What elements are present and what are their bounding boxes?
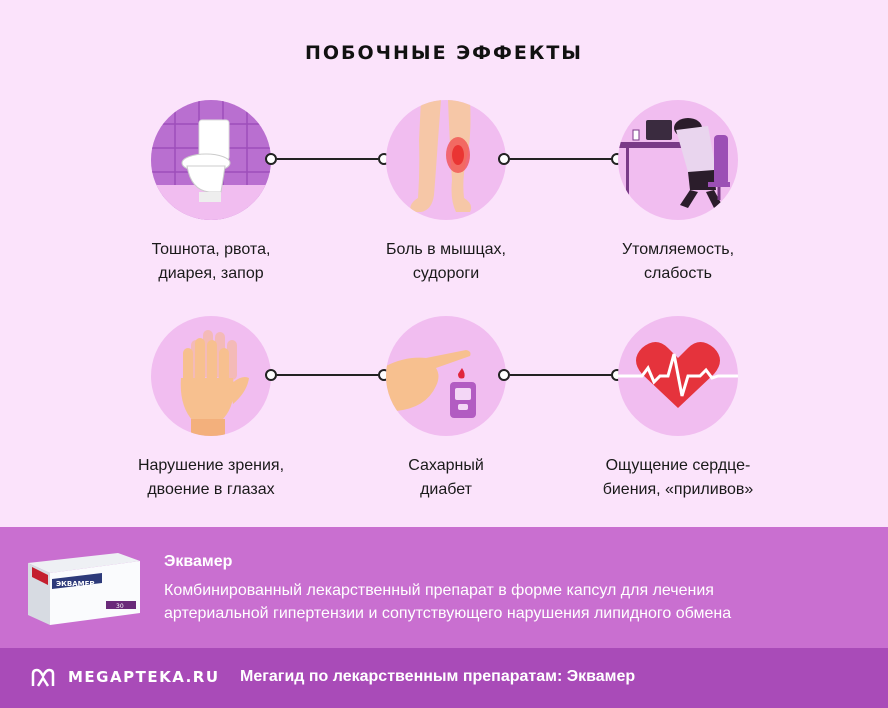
connector-line bbox=[510, 158, 612, 160]
connector-line bbox=[277, 374, 378, 376]
blurred-hand-icon bbox=[151, 316, 271, 436]
heartbeat-icon bbox=[618, 316, 738, 436]
pack-brand: ЭКВАМЕР bbox=[56, 580, 95, 588]
footer: MEGAPTEKA.RU Мегагид по лекарственным пр… bbox=[0, 648, 888, 708]
connector-dot bbox=[498, 153, 510, 165]
tired-person-icon bbox=[618, 100, 738, 220]
blood-glucose-icon bbox=[386, 316, 506, 436]
effect-label: Нарушение зрения,двоение в глазах bbox=[137, 457, 285, 498]
product-info-band: ЭКВАМЕР 30 Эквамер Комбинированный лекар… bbox=[0, 527, 888, 648]
effect-label: Тошнота, рвота,диарея, запор bbox=[151, 241, 271, 282]
connector-dot bbox=[265, 369, 277, 381]
legs-pain-icon bbox=[386, 100, 506, 220]
connector-dot bbox=[498, 369, 510, 381]
product-name: Эквамер bbox=[164, 553, 233, 570]
connector-line bbox=[510, 374, 612, 376]
connector-line bbox=[277, 158, 378, 160]
toilet-icon bbox=[151, 100, 271, 220]
product-description: Комбинированный лекарственный препарат в… bbox=[164, 582, 732, 622]
footer-caption: Мегагид по лекарственным препаратам: Экв… bbox=[240, 668, 636, 685]
medicine-package-image: ЭКВАМЕР 30 bbox=[28, 549, 140, 625]
effect-label: Боль в мышцах,судороги bbox=[386, 241, 506, 282]
megapteka-logo-text[interactable]: MEGAPTEKA.RU bbox=[68, 668, 220, 686]
connector-dot bbox=[265, 153, 277, 165]
effect-label: Ощущение сердце-биения, «приливов» bbox=[602, 457, 754, 498]
page-title: ПОБОЧНЫЕ ЭФФЕКТЫ bbox=[304, 42, 583, 64]
megapteka-logo-icon[interactable] bbox=[30, 666, 56, 690]
pack-count: 30 bbox=[116, 603, 124, 610]
effect-label: Утомляемость,слабость bbox=[621, 241, 735, 282]
